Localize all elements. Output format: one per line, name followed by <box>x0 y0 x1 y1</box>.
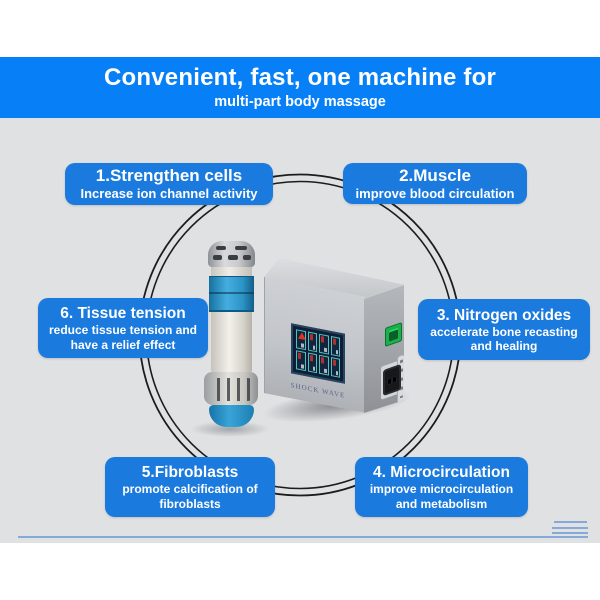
feature-line: have a relief effect <box>70 337 176 352</box>
feature-line: and healing <box>470 339 538 353</box>
feature-line: and metabolism <box>395 496 488 511</box>
feature-line: Increase ion channel activity <box>80 186 258 201</box>
feature-line: reduce tissue tension and <box>48 323 198 337</box>
vent-slot <box>234 246 247 250</box>
vent-slot <box>215 246 226 250</box>
footer-decor-line <box>554 521 587 523</box>
feature-line: improve microcirculation <box>369 482 514 496</box>
handpiece-blue-collar <box>208 276 254 312</box>
feature-label-5: 5.Fibroblasts promote calcification of f… <box>105 457 275 517</box>
handpiece-vent-cap <box>207 241 255 267</box>
feature-title: 6. Tissue tension <box>60 305 186 322</box>
feature-label-3: 3. Nitrogen oxides accelerate bone recas… <box>418 299 590 360</box>
feature-title: 4. Microcirculation <box>373 464 510 481</box>
feature-label-4: 4. Microcirculation improve microcircula… <box>355 457 528 517</box>
footer-decor-line <box>552 527 588 529</box>
feature-label-6: 6. Tissue tension reduce tissue tension … <box>38 298 208 358</box>
banner-title: Convenient, fast, one machine for <box>104 64 496 91</box>
handpiece-ring <box>210 267 252 276</box>
footer-rule-line <box>18 536 588 538</box>
vent-slot <box>242 255 251 260</box>
control-screen <box>291 323 345 384</box>
feature-line: accelerate bone recasting <box>430 324 578 339</box>
feature-label-2: 2.Muscle improve blood circulation <box>343 163 527 204</box>
screen-cell <box>296 350 306 372</box>
power-switch <box>385 322 402 347</box>
handpiece-vented-flare <box>204 372 258 405</box>
screen-cell <box>319 354 329 376</box>
footer-decor-line <box>552 532 588 534</box>
handpiece-blue-tip <box>208 405 254 427</box>
control-box-front-face: SHOCK WAVE <box>264 277 365 413</box>
feature-line: promote calcification of <box>122 482 258 496</box>
screen-cell <box>319 333 329 355</box>
feature-line: fibroblasts <box>159 496 221 511</box>
screen-cell <box>307 331 317 353</box>
feature-title: 3. Nitrogen oxides <box>436 306 572 324</box>
feature-title: 1.Strengthen cells <box>95 166 243 185</box>
control-box-side-face <box>364 285 404 413</box>
diagram-stage: SHOCK WAVE 1.Strengthen cells Increase i… <box>0 118 600 543</box>
vent-slot <box>227 255 238 260</box>
header-banner: Convenient, fast, one machine for multi-… <box>0 57 600 118</box>
feature-title: 2.Muscle <box>399 165 471 185</box>
screen-cell <box>330 335 340 357</box>
feature-title: 5.Fibroblasts <box>141 464 239 481</box>
brand-text: SHOCK WAVE <box>290 381 346 400</box>
feature-label-1: 1.Strengthen cells Increase ion channel … <box>65 163 273 205</box>
feature-line: improve blood circulation <box>355 185 515 201</box>
handpiece-grip <box>210 312 252 372</box>
screen-cell <box>307 352 317 374</box>
screen-cell <box>330 356 340 378</box>
handpiece-shadow <box>190 421 270 437</box>
vent-slot <box>212 255 222 260</box>
banner-subtitle: multi-part body massage <box>214 94 386 110</box>
handpiece-photo <box>202 241 260 429</box>
screen-cell-warning <box>296 329 306 351</box>
